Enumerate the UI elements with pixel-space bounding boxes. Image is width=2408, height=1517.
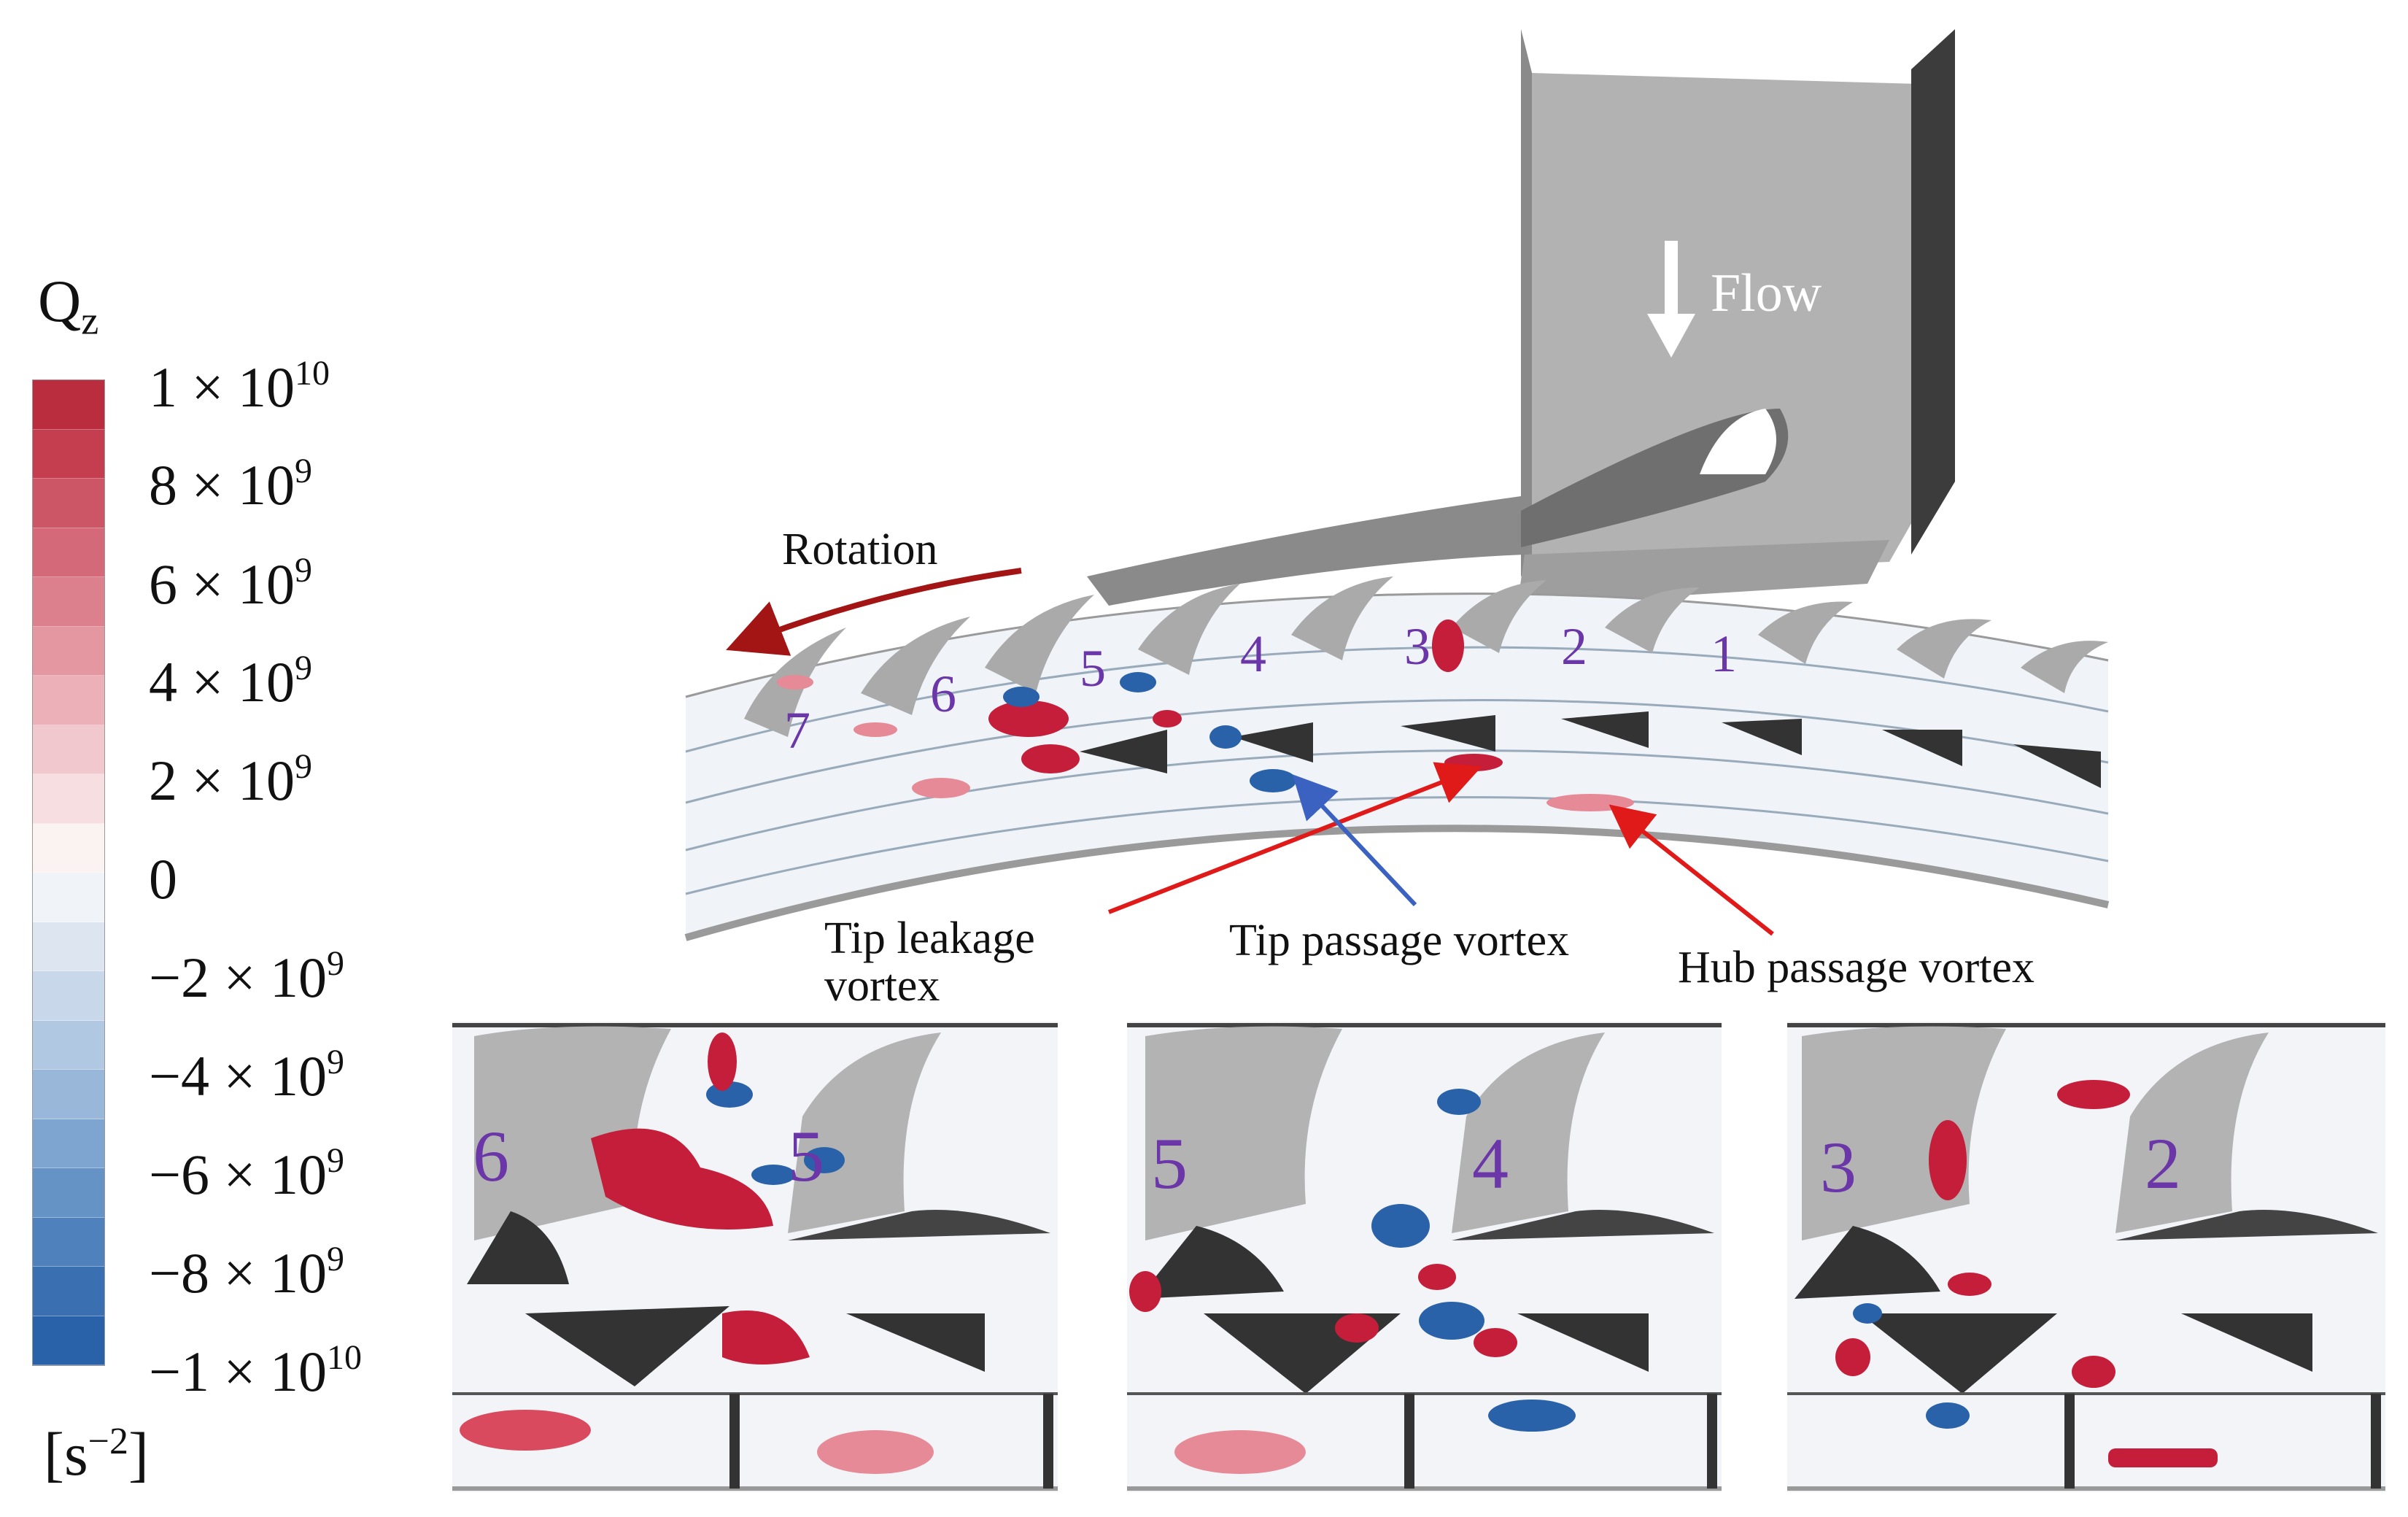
tip-leakage-label-line2: vortex (824, 961, 940, 1011)
tick-label-10: −8 × 109 (149, 1240, 344, 1305)
panel-2-right-number: 4 (1472, 1123, 1509, 1204)
zoom-panel-2 (1127, 1022, 1722, 1492)
color-swatch-13 (33, 971, 104, 1021)
color-swatch-3 (33, 479, 104, 528)
blade-number-5: 5 (1080, 639, 1106, 698)
tick-label-6: 0 (149, 847, 177, 911)
tip-passage-label: Tip passage vortex (1229, 916, 1570, 965)
color-swatch-12 (33, 922, 104, 971)
color-swatch-15 (33, 1070, 104, 1119)
panel-2-left-number: 5 (1151, 1123, 1188, 1204)
tip-leakage-arrow (1107, 762, 1482, 914)
color-scale-bar (32, 379, 105, 1366)
rotor-annulus (684, 592, 2110, 941)
zoom-panel-1 (452, 1022, 1058, 1492)
inlet-duct (1087, 29, 1955, 606)
tip-passage-arrow (1292, 774, 1417, 907)
blade-number-3: 3 (1404, 617, 1431, 676)
tick-label-3: 6 × 109 (149, 551, 312, 616)
tick-label-9: −6 × 109 (149, 1141, 344, 1206)
blade-number-2: 2 (1561, 617, 1587, 676)
rotor-blades (744, 576, 2108, 788)
rotation-label: Rotation (782, 525, 938, 574)
color-swatch-16 (33, 1119, 104, 1168)
tick-label-8: −4 × 109 (149, 1043, 344, 1108)
color-swatch-10 (33, 823, 104, 873)
panel-3-right-number: 2 (2145, 1123, 2181, 1204)
color-swatch-11 (33, 873, 104, 922)
hub-passage-arrow (1608, 804, 1774, 936)
color-swatch-6 (33, 626, 104, 676)
tick-label-5: 2 × 109 (149, 747, 312, 812)
color-swatch-1 (33, 380, 104, 430)
panel-3-left-number: 3 (1820, 1127, 1857, 1208)
hub-passage-label: Hub passage vortex (1678, 943, 2035, 992)
blade-number-4: 4 (1240, 625, 1266, 683)
tick-label-1: 1 × 1010 (149, 354, 330, 419)
color-swatch-5 (33, 577, 104, 627)
legend-title: Qz (38, 268, 99, 343)
zoom-panel-3 (1787, 1022, 2385, 1492)
color-swatch-7 (33, 676, 104, 725)
color-swatch-8 (33, 725, 104, 774)
color-swatch-9 (33, 774, 104, 824)
flow-label: Flow (1711, 263, 1822, 323)
tick-label-2: 8 × 109 (149, 452, 312, 517)
color-swatch-14 (33, 1020, 104, 1070)
vortex-contours (777, 619, 1634, 811)
blade-number-1: 1 (1711, 625, 1737, 683)
blade-number-6: 6 (930, 665, 956, 723)
tip-leakage-label-line1: Tip leakage (824, 914, 1035, 963)
flow-arrow (1647, 241, 1695, 358)
tick-label-4: 4 × 109 (149, 649, 312, 714)
color-swatch-17 (33, 1168, 104, 1218)
blade-number-7: 7 (784, 701, 810, 760)
color-swatch-2 (33, 429, 104, 479)
color-swatch-4 (33, 528, 104, 577)
panel-1-right-number: 5 (788, 1116, 824, 1197)
color-swatch-19 (33, 1267, 104, 1316)
color-swatch-20 (33, 1316, 104, 1365)
tick-label-7: −2 × 109 (149, 944, 344, 1009)
panel-1-left-number: 6 (473, 1116, 509, 1197)
color-swatch-18 (33, 1217, 104, 1267)
tick-label-11: −1 × 1010 (149, 1338, 362, 1403)
legend-unit: [s−2] (44, 1421, 149, 1489)
rotation-arrow (726, 568, 1022, 656)
